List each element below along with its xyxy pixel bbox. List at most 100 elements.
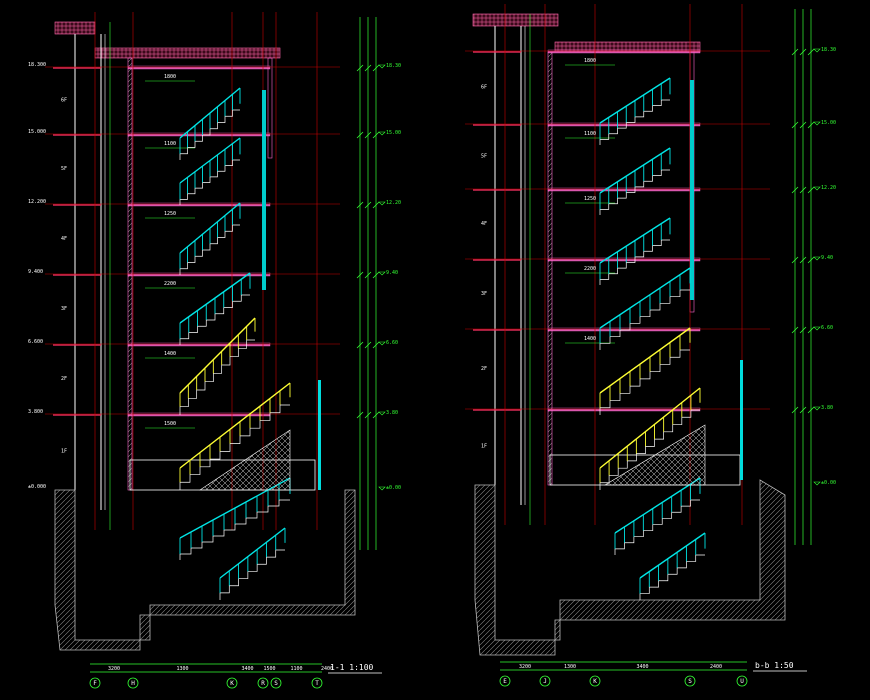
axis-bubble	[539, 675, 551, 687]
stair-handrail	[179, 317, 256, 394]
section-1-stairs	[179, 87, 291, 600]
bottom-dimension-value: 3200	[519, 664, 531, 670]
axis-label: H	[131, 680, 135, 687]
dimension-tick	[799, 406, 807, 414]
dimension-tick	[791, 186, 799, 194]
floor-label: 5F	[61, 166, 67, 172]
elevation-label-right: 15.00	[821, 120, 836, 126]
dimension-tick	[364, 271, 372, 279]
axis-bubble	[127, 677, 139, 689]
elevation-label-right: 3.80	[386, 410, 398, 416]
stair-dimension-value: 1250	[164, 211, 176, 217]
floor-label: B1	[61, 0, 67, 2]
elevation-marker	[813, 481, 821, 486]
stair-steps	[599, 239, 670, 285]
floor-label: 5F	[481, 154, 487, 160]
curtain-wall-glass-lower	[740, 360, 743, 480]
elevation-marker	[813, 48, 821, 53]
dimension-tick	[372, 341, 380, 349]
elevation-marker	[378, 131, 386, 136]
elevation-label-left: 9.400	[28, 269, 43, 275]
dimension-tick	[356, 131, 364, 139]
dimension-tick	[364, 64, 372, 72]
bottom-dimension-value: 1100	[290, 666, 302, 672]
floor-slab-outline	[547, 327, 701, 332]
stair-structure-hatch	[603, 424, 706, 486]
stair-steps	[179, 224, 240, 275]
stair-steps	[599, 169, 670, 215]
roof-parapet	[54, 21, 96, 35]
axis-bubble	[270, 677, 282, 689]
dimension-tick	[807, 326, 815, 334]
axis-label: S	[274, 680, 278, 687]
dimension-tick	[807, 121, 815, 129]
dimension-tick	[791, 256, 799, 264]
stair-dimension-value: 1100	[164, 141, 176, 147]
dimension-tick	[799, 48, 807, 56]
dimension-tick	[364, 411, 372, 419]
stair-handrail	[219, 527, 286, 579]
stair-dimension-value: 1800	[584, 58, 596, 64]
stair-structure-hatch	[199, 429, 291, 491]
ground-hatch	[54, 489, 356, 651]
floor-label: 3F	[481, 291, 487, 297]
roof-slab	[554, 41, 701, 53]
floor-label: 2F	[61, 376, 67, 382]
axis-bubble	[226, 677, 238, 689]
floor-label: 2F	[481, 366, 487, 372]
floor-slab-outline	[127, 132, 271, 137]
floor-slab-outline	[127, 202, 271, 207]
elevation-label-right: 3.80	[821, 405, 833, 411]
curtain-wall-glass-lower	[318, 380, 321, 490]
bottom-dimension-value: 1300	[176, 666, 188, 672]
elevation-marker	[378, 64, 386, 69]
elevation-label-right: 9.40	[821, 255, 833, 261]
elevation-label-right: 6.60	[386, 340, 398, 346]
elevation-marker	[813, 186, 821, 191]
stair-steps	[179, 339, 255, 415]
dimension-tick	[356, 201, 364, 209]
elevation-label-right: 12.20	[821, 185, 836, 191]
elevation-label-right: 15.00	[386, 130, 401, 136]
stair-steps	[179, 159, 240, 205]
exterior-wall-right	[267, 57, 273, 159]
stair-dimension-value: 1250	[584, 196, 596, 202]
dimension-tick	[799, 121, 807, 129]
elevation-label-right: ±0.00	[821, 480, 836, 486]
elevation-label-right: 12.20	[386, 200, 401, 206]
stair-handrail	[639, 532, 706, 579]
axis-label: K	[593, 678, 597, 685]
floor-slab-outline	[127, 272, 271, 277]
elevation-label-right: ±0.00	[386, 485, 401, 491]
dimension-tick	[807, 256, 815, 264]
bottom-dimension-value: 1500	[263, 666, 275, 672]
stair-dimension-value: 2200	[164, 281, 176, 287]
stair-handrail	[614, 477, 701, 534]
floor-label: 3F	[61, 306, 67, 312]
dimension-tick	[356, 64, 364, 72]
dimension-tick	[372, 131, 380, 139]
elevation-label-left: 12.200	[28, 199, 46, 205]
floor-label: 4F	[61, 236, 67, 242]
floor-label: 1F	[61, 449, 67, 455]
stair-steps	[179, 294, 250, 345]
stair-steps	[614, 499, 700, 555]
elevation-marker	[813, 326, 821, 331]
dimension-tick	[799, 326, 807, 334]
stair-handrail	[179, 382, 291, 469]
dimension-tick	[807, 406, 815, 414]
axis-label: E	[503, 678, 507, 685]
dimension-tick	[356, 341, 364, 349]
interior-wall	[547, 51, 553, 486]
axis-label: U	[740, 678, 744, 685]
axis-label: F	[93, 680, 97, 687]
axis-bubble	[736, 675, 748, 687]
dimension-tick	[807, 48, 815, 56]
elevation-label-right: 9.40	[386, 270, 398, 276]
dimension-tick	[356, 411, 364, 419]
elevation-marker	[813, 256, 821, 261]
floor-slab-outline	[547, 407, 701, 412]
